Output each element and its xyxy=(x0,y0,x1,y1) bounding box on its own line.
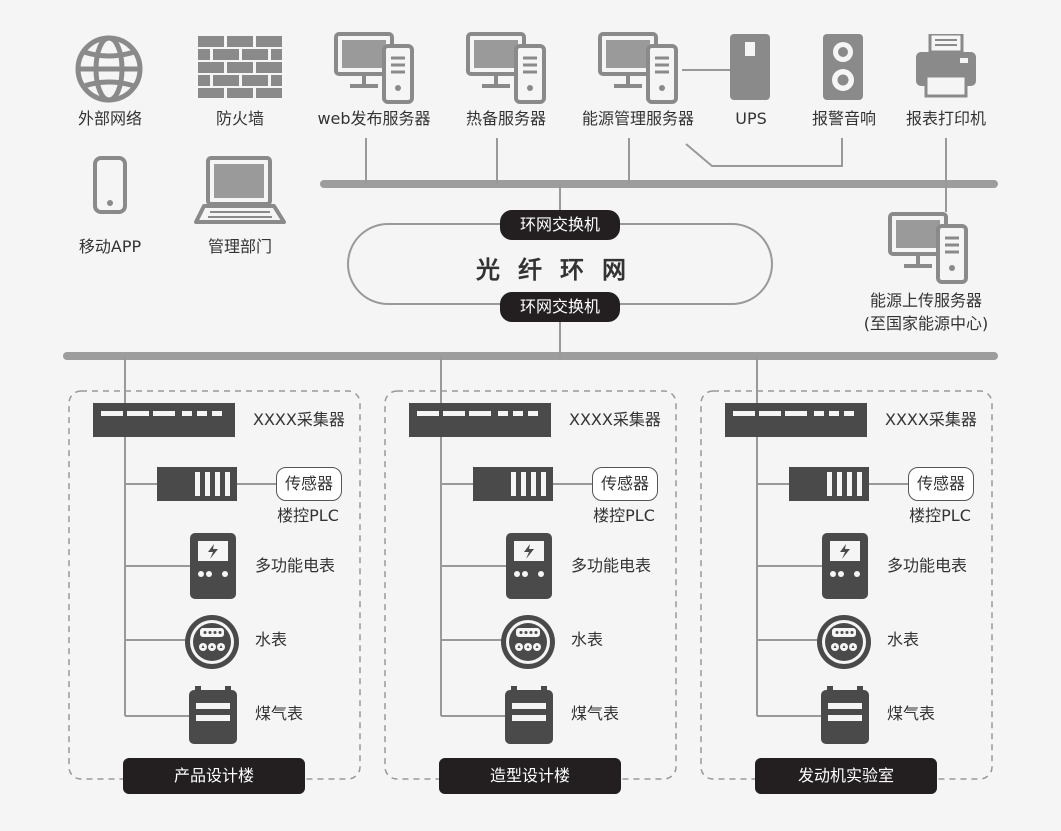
standby-server-icon xyxy=(466,32,546,104)
plc-label: 楼控PLC xyxy=(277,506,339,525)
power-meter-icon xyxy=(190,533,236,599)
plc-label: 楼控PLC xyxy=(593,506,655,525)
standby-server-label: 热备服务器 xyxy=(465,109,547,128)
ups-label: UPS xyxy=(735,109,767,128)
upload-server-icon xyxy=(888,212,968,284)
gas-meter-icon xyxy=(821,686,869,744)
printer-icon xyxy=(916,34,976,98)
building-name-3: 发动机实验室 xyxy=(755,758,937,794)
management-label: 管理部门 xyxy=(207,237,273,256)
upload-server-label: 能源上传服务器 xyxy=(869,291,983,310)
firewall-label: 防火墙 xyxy=(215,109,265,128)
sensor-box: 传感器 xyxy=(908,467,974,501)
plc-icon xyxy=(473,467,553,501)
upload-server-sublabel: (至国家能源中心) xyxy=(863,314,989,333)
collector-icon xyxy=(93,403,235,437)
power-meter-label: 多功能电表 xyxy=(887,556,968,575)
gas-meter-label: 煤气表 xyxy=(255,704,304,723)
plc-label: 楼控PLC xyxy=(909,506,971,525)
collector-label: XXXX采集器 xyxy=(253,410,345,429)
water-meter-icon xyxy=(501,615,555,669)
ring-switch-top: 环网交换机 xyxy=(500,210,620,240)
collector-label: XXXX采集器 xyxy=(885,410,977,429)
energy-server-label: 能源管理服务器 xyxy=(581,109,695,128)
sensor-box: 传感器 xyxy=(276,467,342,501)
gas-meter-icon xyxy=(189,686,237,744)
plc-icon xyxy=(789,467,869,501)
power-meter-icon xyxy=(822,533,868,599)
ups-icon xyxy=(730,34,770,100)
internet-label: 外部网络 xyxy=(77,109,143,128)
printer-label: 报表打印机 xyxy=(905,109,987,128)
collector-icon xyxy=(725,403,867,437)
globe-icon xyxy=(75,35,143,103)
sensor-box: 传感器 xyxy=(592,467,658,501)
energy-server-icon xyxy=(598,32,678,104)
web-server-icon xyxy=(334,32,414,104)
power-meter-label: 多功能电表 xyxy=(255,556,336,575)
gas-meter-label: 煤气表 xyxy=(887,704,936,723)
gas-meter-icon xyxy=(505,686,553,744)
water-meter-label: 水表 xyxy=(571,630,604,649)
ring-switch-bottom: 环网交换机 xyxy=(500,292,620,322)
gas-meter-label: 煤气表 xyxy=(571,704,620,723)
power-meter-label: 多功能电表 xyxy=(571,556,652,575)
building-name-1: 产品设计楼 xyxy=(123,758,305,794)
collector-label: XXXX采集器 xyxy=(569,410,661,429)
mobile-phone-icon xyxy=(93,156,127,214)
power-meter-icon xyxy=(506,533,552,599)
water-meter-icon xyxy=(185,615,239,669)
firewall-icon xyxy=(198,36,282,98)
plc-icon xyxy=(157,467,237,501)
mobile-app-label: 移动APP xyxy=(78,237,142,256)
speaker-icon xyxy=(823,34,863,100)
water-meter-label: 水表 xyxy=(887,630,920,649)
alarm-label: 报警音响 xyxy=(811,109,877,128)
web-server-label: web发布服务器 xyxy=(317,109,431,128)
collector-icon xyxy=(409,403,551,437)
building-name-2: 造型设计楼 xyxy=(439,758,621,794)
laptop-icon xyxy=(194,156,286,224)
water-meter-label: 水表 xyxy=(255,630,288,649)
water-meter-icon xyxy=(817,615,871,669)
ring-title: 光纤环网 xyxy=(476,256,644,284)
